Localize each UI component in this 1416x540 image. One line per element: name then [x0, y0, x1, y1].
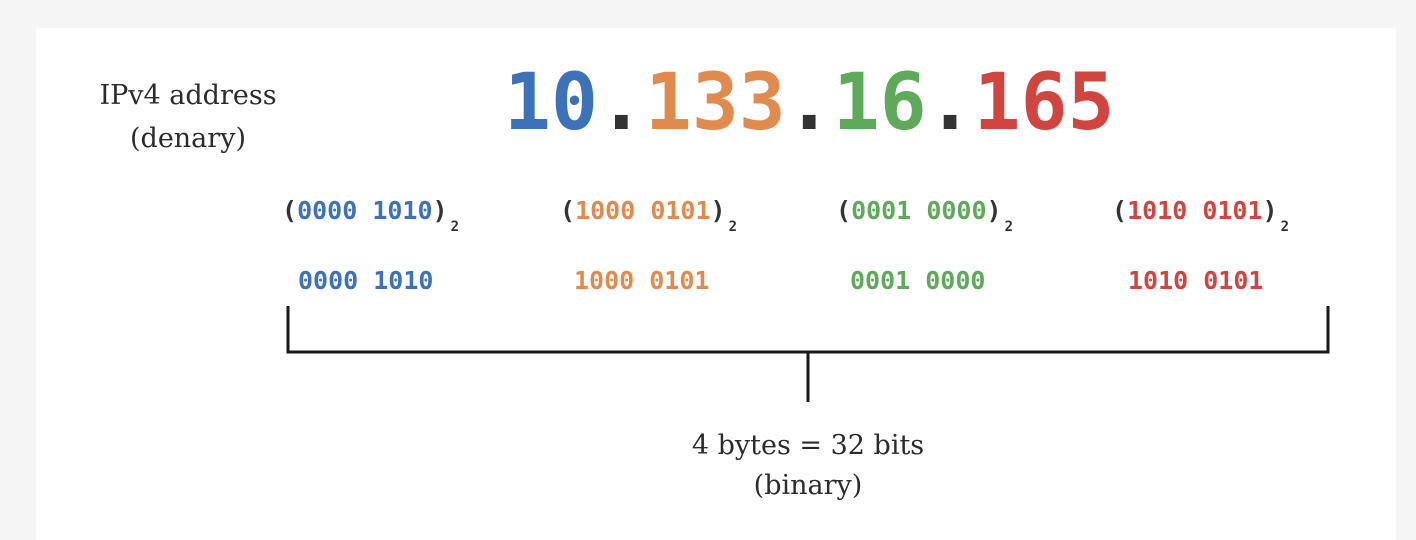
ipv4-label-line1: IPv4 address: [99, 80, 277, 111]
bracket-connector: [286, 306, 1330, 402]
base-subscript: 2: [728, 219, 738, 235]
dot-separator: .: [597, 58, 645, 148]
binary-notation-octet-4: (1010 0101)2: [1112, 196, 1290, 235]
octet-4: 165: [973, 58, 1115, 148]
base-subscript: 2: [450, 219, 460, 235]
base-subscript: 2: [1280, 219, 1290, 235]
ipv4-address-denary: 10.133.16.165: [504, 58, 1144, 148]
base-subscript: 2: [1004, 219, 1014, 235]
dot-separator: .: [785, 58, 833, 148]
ipv4-label-line2: (denary): [130, 123, 246, 154]
diagram-card: IPv4 address (denary) 10.133.16.165 (000…: [36, 28, 1396, 540]
size-caption-line1: 4 bytes = 32 bits: [691, 430, 925, 461]
ipv4-label: IPv4 address (denary): [82, 74, 294, 160]
binary-octet-4: 1010 0101: [1128, 266, 1264, 295]
octet-3: 16: [832, 58, 927, 148]
binary-octet-3: 0001 0000: [850, 266, 986, 295]
binary-octet-1: 0000 1010: [298, 266, 434, 295]
size-caption-line2: (binary): [753, 470, 863, 501]
size-caption: 4 bytes = 32 bits (binary): [636, 426, 980, 506]
binary-notation-octet-2: (1000 0101)2: [560, 196, 738, 235]
binary-octet-2: 1000 0101: [574, 266, 710, 295]
octet-2: 133: [644, 58, 786, 148]
binary-notation-octet-1: (0000 1010)2: [282, 196, 460, 235]
octet-1: 10: [504, 58, 598, 148]
binary-notation-octet-3: (0001 0000)2: [836, 196, 1014, 235]
bracket-line: [286, 306, 1330, 354]
dot-separator: .: [926, 58, 974, 148]
